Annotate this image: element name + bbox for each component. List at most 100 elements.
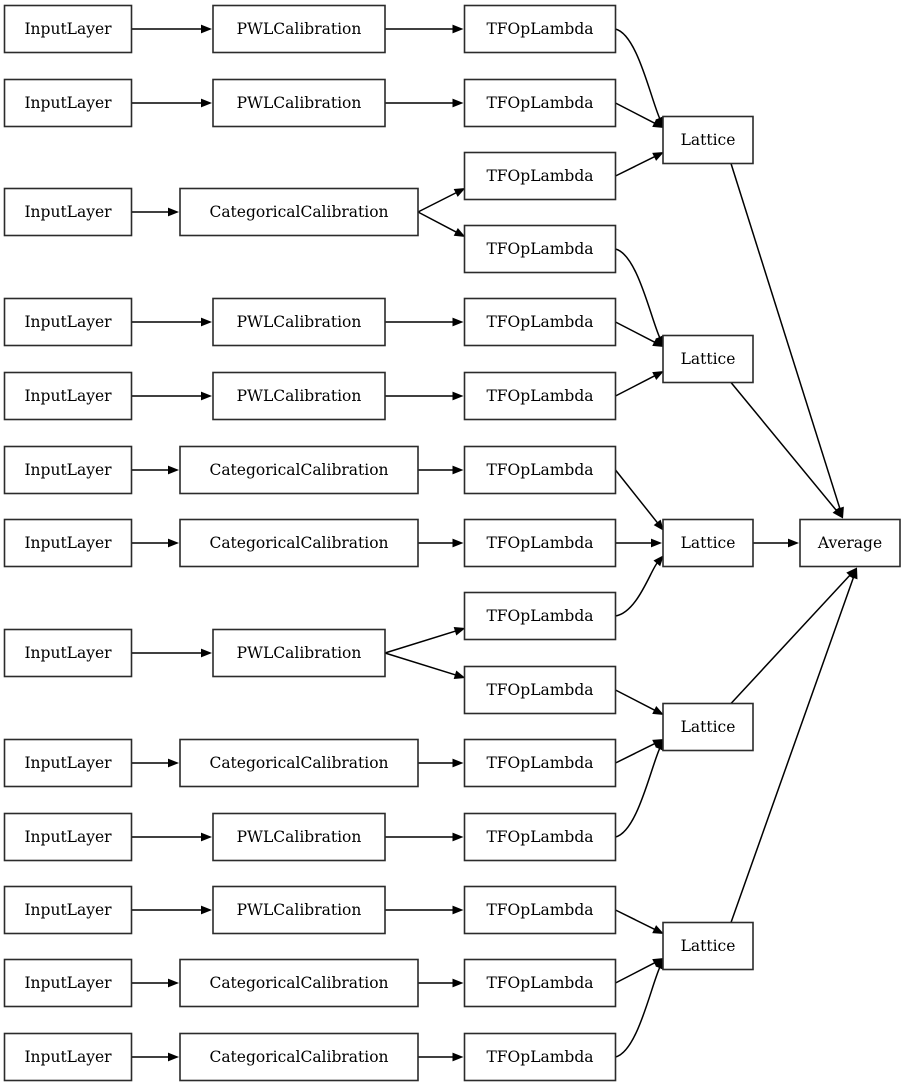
node-in12[interactable]: InputLayer xyxy=(3,958,133,1008)
node-box[interactable] xyxy=(463,371,617,421)
node-box[interactable] xyxy=(212,885,386,935)
node-lam11[interactable]: TFOpLambda xyxy=(463,738,617,788)
node-lam1[interactable]: TFOpLambda xyxy=(463,4,617,54)
node-box[interactable] xyxy=(463,445,617,495)
node-box[interactable] xyxy=(212,78,386,128)
node-label: Lattice xyxy=(681,350,736,368)
node-box[interactable] xyxy=(463,151,617,201)
node-lat4[interactable]: Lattice xyxy=(662,702,754,752)
node-box[interactable] xyxy=(3,738,133,788)
node-lam14[interactable]: TFOpLambda xyxy=(463,958,617,1008)
node-cal11[interactable]: PWLCalibration xyxy=(212,885,386,935)
node-box[interactable] xyxy=(463,812,617,862)
node-box[interactable] xyxy=(212,297,386,347)
node-box[interactable] xyxy=(3,371,133,421)
node-box[interactable] xyxy=(463,885,617,935)
node-cal9[interactable]: CategoricalCalibration xyxy=(179,738,419,788)
node-cal13[interactable]: CategoricalCalibration xyxy=(179,1032,419,1082)
node-cal10[interactable]: PWLCalibration xyxy=(212,812,386,862)
node-box[interactable] xyxy=(212,628,386,678)
node-in13[interactable]: InputLayer xyxy=(3,1032,133,1082)
node-in4[interactable]: InputLayer xyxy=(3,297,133,347)
edge-cal6-to-lam7 xyxy=(418,465,464,475)
node-in2[interactable]: InputLayer xyxy=(3,78,133,128)
node-lam5[interactable]: TFOpLambda xyxy=(463,297,617,347)
node-lam3[interactable]: TFOpLambda xyxy=(463,151,617,201)
node-lat5[interactable]: Lattice xyxy=(662,921,754,971)
node-box[interactable] xyxy=(3,1032,133,1082)
node-box[interactable] xyxy=(179,958,419,1008)
node-cal7[interactable]: CategoricalCalibration xyxy=(179,518,419,568)
node-box[interactable] xyxy=(212,812,386,862)
node-box[interactable] xyxy=(662,921,754,971)
node-cal8[interactable]: PWLCalibration xyxy=(212,628,386,678)
node-in11[interactable]: InputLayer xyxy=(3,885,133,935)
arrowhead xyxy=(201,832,212,842)
node-lam10[interactable]: TFOpLambda xyxy=(463,665,617,715)
node-lam12[interactable]: TFOpLambda xyxy=(463,812,617,862)
edge-cal7-to-lam8 xyxy=(418,538,464,548)
node-box[interactable] xyxy=(3,297,133,347)
node-lat2[interactable]: Lattice xyxy=(662,334,754,384)
node-lam8[interactable]: TFOpLambda xyxy=(463,518,617,568)
node-lam2[interactable]: TFOpLambda xyxy=(463,78,617,128)
node-box[interactable] xyxy=(179,445,419,495)
node-box[interactable] xyxy=(662,702,754,752)
node-box[interactable] xyxy=(463,958,617,1008)
node-box[interactable] xyxy=(3,4,133,54)
node-lam6[interactable]: TFOpLambda xyxy=(463,371,617,421)
node-box[interactable] xyxy=(3,445,133,495)
node-box[interactable] xyxy=(463,297,617,347)
node-cal12[interactable]: CategoricalCalibration xyxy=(179,958,419,1008)
node-cal4[interactable]: PWLCalibration xyxy=(212,297,386,347)
node-lam7[interactable]: TFOpLambda xyxy=(463,445,617,495)
node-cal5[interactable]: PWLCalibration xyxy=(212,371,386,421)
node-lam15[interactable]: TFOpLambda xyxy=(463,1032,617,1082)
node-box[interactable] xyxy=(662,334,754,384)
node-box[interactable] xyxy=(3,812,133,862)
node-box[interactable] xyxy=(179,187,419,237)
node-in6[interactable]: InputLayer xyxy=(3,445,133,495)
node-in9[interactable]: InputLayer xyxy=(3,738,133,788)
node-in8[interactable]: InputLayer xyxy=(3,628,133,678)
node-in7[interactable]: InputLayer xyxy=(3,518,133,568)
node-box[interactable] xyxy=(3,187,133,237)
node-lam13[interactable]: TFOpLambda xyxy=(463,885,617,935)
node-box[interactable] xyxy=(463,518,617,568)
node-lat1[interactable]: Lattice xyxy=(662,115,754,165)
node-box[interactable] xyxy=(463,738,617,788)
node-box[interactable] xyxy=(212,371,386,421)
node-box[interactable] xyxy=(3,78,133,128)
node-box[interactable] xyxy=(3,885,133,935)
node-box[interactable] xyxy=(179,738,419,788)
node-box[interactable] xyxy=(3,958,133,1008)
node-box[interactable] xyxy=(212,4,386,54)
node-in5[interactable]: InputLayer xyxy=(3,371,133,421)
node-cal1[interactable]: PWLCalibration xyxy=(212,4,386,54)
node-box[interactable] xyxy=(463,591,617,641)
node-box[interactable] xyxy=(179,518,419,568)
node-box[interactable] xyxy=(3,628,133,678)
node-lam9[interactable]: TFOpLambda xyxy=(463,591,617,641)
node-box[interactable] xyxy=(463,1032,617,1082)
node-box[interactable] xyxy=(3,518,133,568)
node-box[interactable] xyxy=(463,4,617,54)
edge-line xyxy=(384,652,457,676)
node-box[interactable] xyxy=(463,78,617,128)
node-box[interactable] xyxy=(662,518,754,568)
node-cal6[interactable]: CategoricalCalibration xyxy=(179,445,419,495)
node-box[interactable] xyxy=(179,1032,419,1082)
node-in10[interactable]: InputLayer xyxy=(3,812,133,862)
node-avg[interactable]: Average xyxy=(799,518,901,568)
node-lam4[interactable]: TFOpLambda xyxy=(463,224,617,274)
node-box[interactable] xyxy=(662,115,754,165)
node-cal2[interactable]: PWLCalibration xyxy=(212,78,386,128)
node-in3[interactable]: InputLayer xyxy=(3,187,133,237)
node-lat3[interactable]: Lattice xyxy=(662,518,754,568)
node-box[interactable] xyxy=(799,518,901,568)
node-cal3[interactable]: CategoricalCalibration xyxy=(179,187,419,237)
node-box[interactable] xyxy=(463,665,617,715)
arrowhead xyxy=(168,1052,179,1062)
node-box[interactable] xyxy=(463,224,617,274)
node-in1[interactable]: InputLayer xyxy=(3,4,133,54)
